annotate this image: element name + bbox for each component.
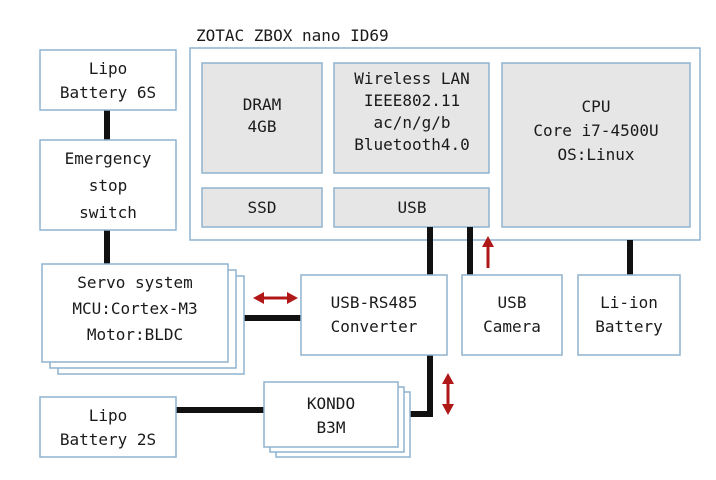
wire-rs485-kondo [406, 355, 433, 417]
lipo-2s-box [39, 396, 177, 458]
zbox-title: ZOTAC ZBOX nano ID69 [196, 26, 389, 45]
li-ion-battery-box [577, 274, 681, 356]
lipo-6s-box [39, 49, 177, 111]
wireless-lan-box [333, 62, 490, 174]
servo-system-box [41, 263, 229, 363]
emergency-stop-box [39, 139, 177, 231]
arrow-rs485-kondo [442, 373, 454, 415]
arrow-camera-usb [482, 236, 494, 268]
usb-camera-box [461, 274, 563, 356]
dram-box [201, 62, 323, 174]
cpu-box [501, 62, 691, 228]
kondo-b3m-box [263, 381, 399, 448]
ssd-label: SSD [248, 198, 277, 217]
usb-box [333, 187, 490, 228]
usb-label: USB [398, 198, 427, 217]
ssd-box [201, 187, 323, 228]
arrow-servo-rs485 [253, 292, 298, 304]
usb-rs485-box [300, 274, 448, 356]
